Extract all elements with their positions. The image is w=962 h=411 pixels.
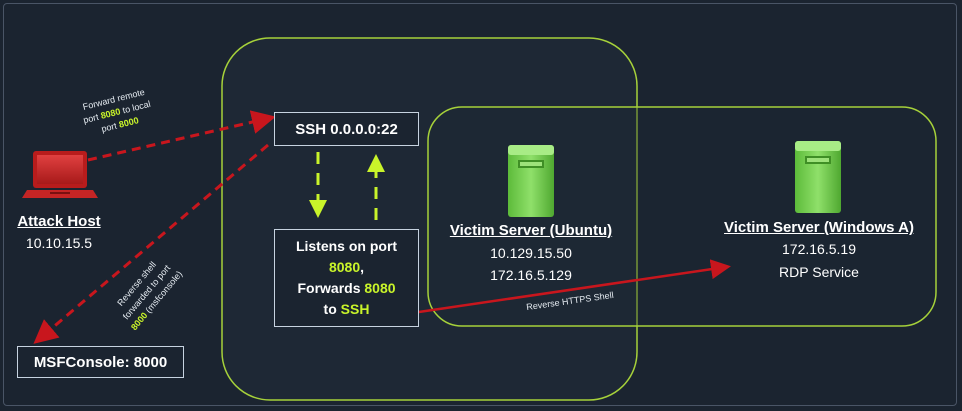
server-icon <box>508 145 554 217</box>
ssh-label: SSH 0.0.0.0:22 <box>295 120 398 138</box>
msfconsole-box: MSFConsole: 8000 <box>17 346 184 378</box>
https-shell-arrow <box>397 259 731 323</box>
listen-box: Listens on port 8080, Forwards 8080 to S… <box>274 229 419 327</box>
internal-zone <box>427 106 937 327</box>
attack-host-title: Attack Host <box>17 213 101 230</box>
ubuntu-ip1: 10.129.15.50 <box>490 245 572 261</box>
forward-arrow <box>87 110 276 162</box>
ubuntu-ip2: 172.16.5.129 <box>490 267 572 283</box>
laptop-icon <box>22 151 98 198</box>
listen-line-1: Listens on port <box>295 238 398 254</box>
diagram-frame <box>3 3 957 406</box>
listen-line-3: Forwards 8080 <box>297 280 396 296</box>
windows-ip: 172.16.5.19 <box>782 241 856 257</box>
windows-title: Victim Server (Windows A) <box>724 219 914 236</box>
attack-host-ip: 10.10.15.5 <box>25 235 93 251</box>
ssh-box: SSH 0.0.0.0:22 <box>274 112 419 146</box>
listen-line-2: 8080, <box>328 259 365 275</box>
ubuntu-title: Victim Server (Ubuntu) <box>449 222 613 239</box>
listen-line-4: to SSH <box>323 301 370 317</box>
windows-service: RDP Service <box>779 264 859 280</box>
msfconsole-label: MSFConsole: 8000 <box>33 353 168 371</box>
reverse-shell-arrow <box>33 143 269 344</box>
server-icon <box>795 141 841 213</box>
